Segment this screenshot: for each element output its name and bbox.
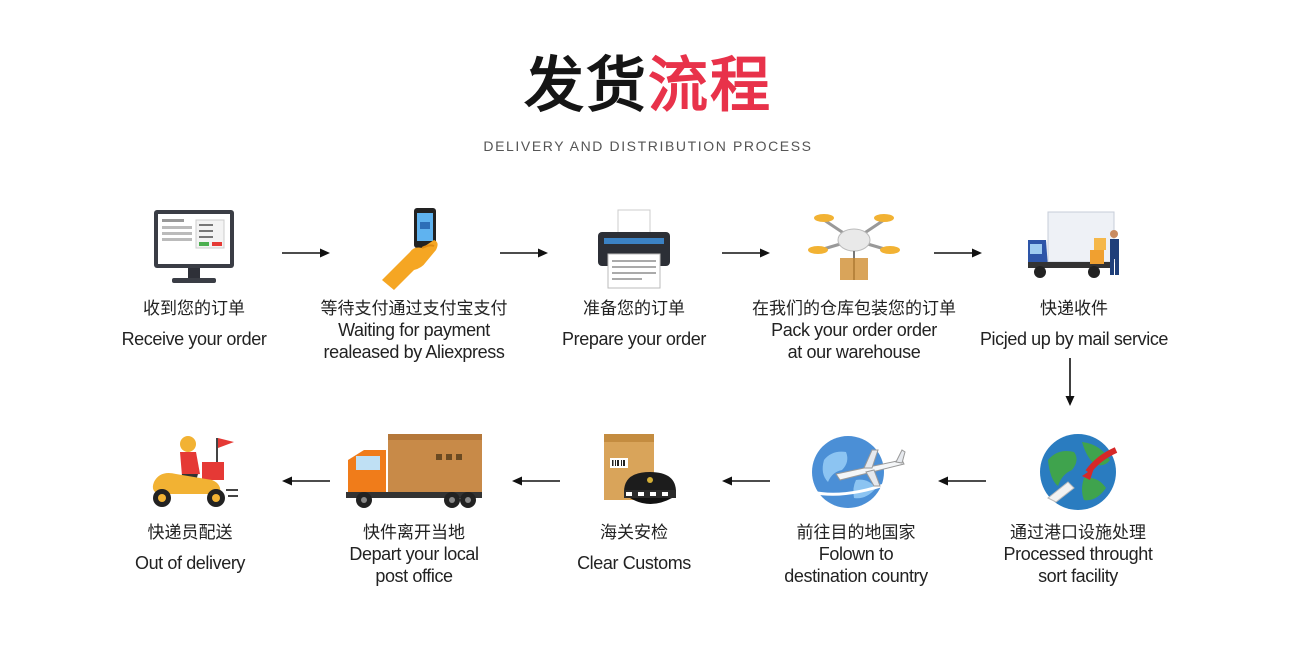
delivery-truck-icon — [1024, 206, 1124, 292]
courier-scooter-icon — [140, 430, 240, 516]
step-label-en-line2: post office — [375, 566, 453, 586]
step-label-cn: 等待支付通过支付宝支付 — [320, 299, 508, 319]
title-part-black: 发货 — [524, 51, 648, 121]
step-label-en-line1: Depart your local — [349, 544, 479, 564]
smartphone-payment-icon — [364, 206, 464, 292]
customs-box-cap-icon — [584, 430, 684, 516]
step-label-en: Prepare your order — [562, 329, 706, 349]
step-label-en-line1: Waiting for payment — [338, 320, 490, 340]
arrow-right-3 — [722, 248, 770, 258]
cargo-truck-icon — [344, 430, 484, 516]
step-label-en-line1: Processed throught — [1003, 544, 1153, 564]
step-label-cn: 快递收件 — [1040, 299, 1108, 319]
globe-icon — [1028, 430, 1128, 516]
page-subtitle: DELIVERY AND DISTRIBUTION PROCESS — [483, 138, 813, 154]
step-label-cn: 通过港口设施处理 — [1010, 523, 1146, 543]
step-label-en-line1: Folown to — [818, 544, 894, 564]
step-label-en-line2: realeased by Aliexpress — [323, 342, 505, 362]
arrow-right-4 — [934, 248, 982, 258]
arrow-down — [1064, 358, 1076, 406]
arrow-left-1 — [938, 476, 986, 486]
title-part-red: 流程 — [648, 51, 772, 121]
step-label-cn: 收到您的订单 — [143, 299, 245, 319]
arrow-left-3 — [512, 476, 560, 486]
step-label-cn: 前往目的地国家 — [796, 523, 916, 543]
computer-monitor-icon — [144, 206, 244, 292]
step-label-en-line1: Pack your order order — [771, 320, 937, 340]
step-label-cn: 快件离开当地 — [363, 523, 465, 543]
step-label-cn: 快递员配送 — [147, 523, 233, 543]
arrow-right-2 — [500, 248, 548, 258]
arrow-left-2 — [722, 476, 770, 486]
step-label-en-line2: at our warehouse — [787, 342, 921, 362]
drone-package-icon — [804, 206, 904, 292]
step-label-en: Clear Customs — [577, 553, 691, 573]
arrow-right-1 — [282, 248, 330, 258]
airplane-globe-icon — [806, 430, 906, 516]
step-label-cn: 海关安检 — [600, 523, 668, 543]
step-label-cn: 准备您的订单 — [583, 299, 685, 319]
arrow-left-4 — [282, 476, 330, 486]
step-label-en: Out of delivery — [134, 553, 246, 573]
step-label-cn: 在我们的仓库包装您的订单 — [752, 299, 956, 319]
step-label-en: Picjed up by mail service — [979, 329, 1169, 349]
step-label-en-line2: sort facility — [1038, 566, 1118, 586]
step-label-en-line2: destination country — [784, 566, 928, 586]
step-label-en: Receive your order — [121, 329, 267, 349]
printer-icon — [584, 206, 684, 292]
page-title: 发货流程 — [0, 48, 1296, 124]
